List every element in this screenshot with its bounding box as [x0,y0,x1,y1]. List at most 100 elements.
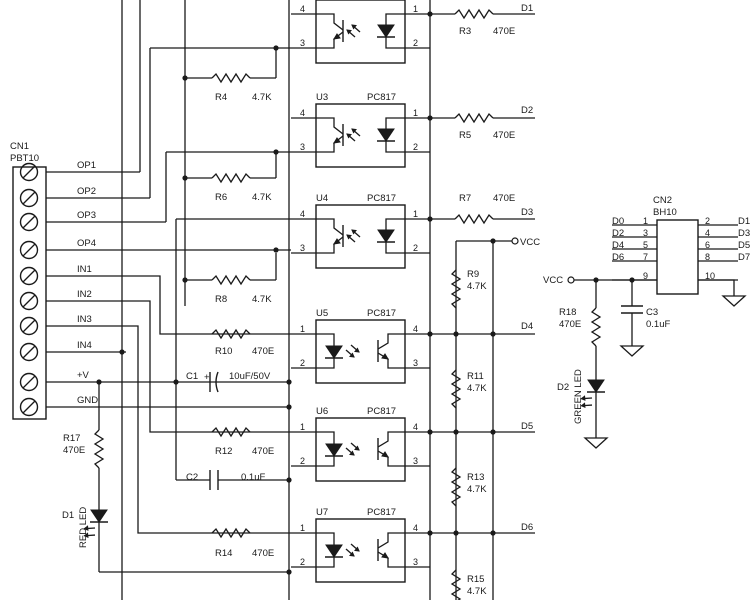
capacitor-ref: C3 [646,307,658,318]
cn2-vcc: VCC [543,275,563,286]
pin-number: 4 [300,4,305,14]
resistor-ref: R14 [215,548,232,559]
optocoupler-u7 [291,519,430,582]
pin-number: 4 [300,209,305,219]
net-d2: D2 [521,105,533,116]
cn1-pin-label: OP4 [77,238,96,249]
resistor-ref: R15 [467,574,484,585]
cn1-pin-label: GND [77,395,98,406]
opto-ref: U4 [316,193,328,204]
cn2-net-label: D6 [612,252,624,263]
pin-number: 2 [413,142,418,152]
capacitor-value: 0.1uF [646,319,670,330]
opto-part: PC817 [367,507,396,518]
opto-part: PC817 [367,193,396,204]
pin-number: 4 [413,523,418,533]
optocoupler-u5 [291,320,430,383]
resistor-value: 470E [252,346,274,357]
cn1-pin-label: IN1 [77,264,92,275]
wiring [46,0,535,600]
pin-number: 2 [413,243,418,253]
opto-part: PC817 [367,308,396,319]
cn1-pin-label: IN2 [77,289,92,300]
resistor-value: 4.7K [252,92,272,103]
resistor-ref: R18 [559,307,576,318]
led-ref: D1 [62,510,74,521]
cn1-screw-terminal [19,212,39,232]
pin-number: 3 [413,557,418,567]
pin-number: 2 [300,358,305,368]
resistor-ref: R6 [215,192,227,203]
cn1-pin-label: IN3 [77,314,92,325]
pin-number: 4 [413,422,418,432]
resistor-value: 470E [63,445,85,456]
pin-number: 1 [300,523,305,533]
cn2-net-label: D4 [612,240,624,251]
pin-number: 2 [300,456,305,466]
optocoupler-u4 [291,205,430,268]
resistor-value: 4.7K [252,192,272,203]
resistor-ref: R13 [467,472,484,483]
pin-number: 1 [413,4,418,14]
cn1-screw-terminal [19,397,39,417]
resistor-ref: R12 [215,446,232,457]
cn2-net-label: D1 [738,216,750,227]
c1-plus-label: + [204,372,210,383]
resistor-ref: R5 [459,130,471,141]
resistor-ref: R3 [459,26,471,37]
cn1-screw-terminal [19,188,39,208]
resistor-value: 4.7K [467,586,487,597]
pin-number: 4 [300,108,305,118]
cn2-pin-number: 9 [643,271,648,281]
resistor-value: 470E [559,319,581,330]
net-labels: D1 D2 D3 D4 D5 D6 VCC + [204,3,540,533]
pin-number: 4 [413,324,418,334]
resistor-ref: R10 [215,346,232,357]
led-label: RED LED [78,507,89,548]
cn2-pin-number: 8 [705,252,710,262]
opto-ref: U3 [316,92,328,103]
pin-number: 1 [413,108,418,118]
pin-number: 3 [413,456,418,466]
resistor-ref: R4 [215,92,227,103]
resistor-ref: R9 [467,269,479,280]
junction-dots [96,11,496,575]
capacitor-value: 0.1uF [241,472,265,483]
cn1-pin-label: OP1 [77,160,96,171]
cn2-ref: CN2 [653,195,672,206]
cn2-pin-number: 5 [643,240,648,250]
resistor-ref: R7 [459,193,471,204]
resistor-value: 470E [252,548,274,559]
net-d5: D5 [521,421,533,432]
opto-ref: U7 [316,507,328,518]
net-d6: D6 [521,522,533,533]
cn2-pin-number: 4 [705,228,710,238]
pin-number: 2 [300,557,305,567]
cn2-pin-number: 1 [643,216,648,226]
cn1-pin-label: +V [77,370,90,381]
resistor-value: 470E [493,193,515,204]
net-d3: D3 [521,207,533,218]
cn2-pin-number: 7 [643,252,648,262]
capacitor-value: 10uF/50V [229,371,271,382]
cn2-net-label: D7 [738,252,750,263]
capacitor-ref: C2 [186,472,198,483]
pin-number: 3 [300,142,305,152]
cn2-net-label: D3 [738,228,750,239]
connector-cn1: CN1 PBT10 [10,141,47,420]
opto-ref: U6 [316,406,328,417]
resistor-ref: R17 [63,433,80,444]
resistor-ref: R11 [467,371,484,382]
resistor-value: 470E [252,446,274,457]
resistor-value: 470E [493,130,515,141]
optocoupler-u3 [291,104,430,167]
cn2-part: BH10 [653,207,677,218]
resistor-value: 4.7K [252,294,272,305]
pin-number: 3 [300,243,305,253]
led-label: GREEN LED [573,369,584,424]
resistor-value: 4.7K [467,383,487,394]
opto-part: PC817 [367,92,396,103]
